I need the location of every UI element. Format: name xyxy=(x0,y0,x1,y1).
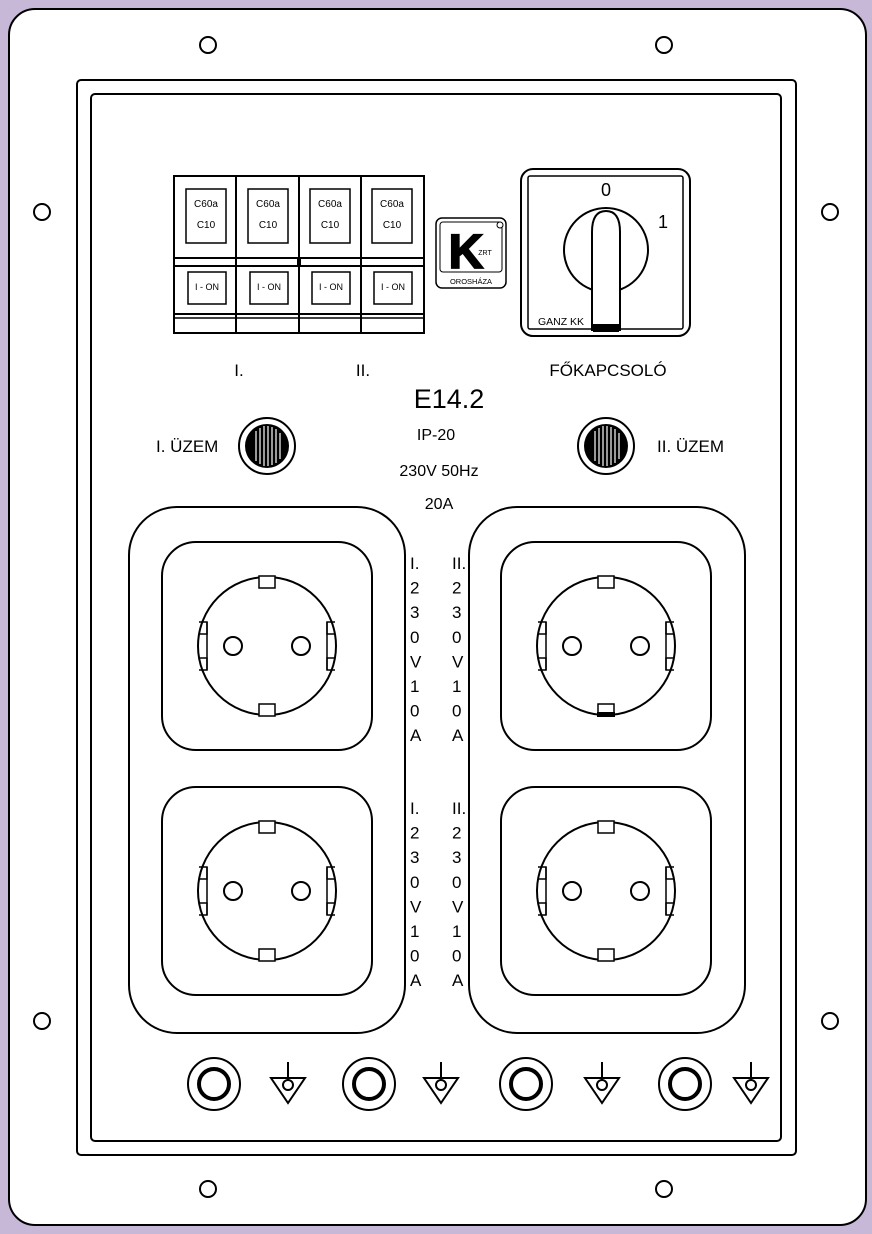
schuko-socket[interactable] xyxy=(161,541,373,751)
model-title: E14.2 xyxy=(414,384,485,414)
terminal-row xyxy=(187,1057,770,1111)
breaker-2[interactable]: C60a C10 I - ON xyxy=(247,188,289,305)
socket-label-char: 3 xyxy=(410,848,419,867)
logo-letter: K xyxy=(449,226,484,279)
group-label-2: II. xyxy=(356,361,370,380)
socket-label-char: 0 xyxy=(410,628,419,647)
socket-label-char: 2 xyxy=(452,824,461,843)
earth-symbol-icon xyxy=(732,1062,770,1105)
mounting-hole xyxy=(821,203,839,221)
breaker-rating: C10 xyxy=(259,220,278,231)
socket-label-char: V xyxy=(452,897,464,916)
breaker-4[interactable]: C60a C10 I - ON xyxy=(371,188,413,305)
socket-label-char: 3 xyxy=(452,603,461,622)
indicator-label-right: II. ÜZEM xyxy=(657,437,724,456)
spec-current: 20A xyxy=(425,496,454,513)
indicator-lamp-right xyxy=(577,417,635,475)
spec-voltage: 230V 50Hz xyxy=(399,463,478,480)
breaker-state: I - ON xyxy=(195,282,219,292)
terminal-jack[interactable] xyxy=(499,1057,553,1111)
indicator-label-left: I. ÜZEM xyxy=(156,437,218,456)
terminal-jack[interactable] xyxy=(187,1057,241,1111)
socket-label-char: 1 xyxy=(410,922,419,941)
breaker-rating: C10 xyxy=(321,220,340,231)
mounting-hole xyxy=(199,36,217,54)
socket-label-char: I. xyxy=(410,799,419,818)
spec-ip: IP-20 xyxy=(417,427,455,444)
socket-label-char: 2 xyxy=(410,824,419,843)
breaker-model: C60a xyxy=(194,199,218,210)
socket-label-char: A xyxy=(410,726,422,745)
socket-label-char: I. xyxy=(410,554,419,573)
logo-city: OROSHÁZA xyxy=(450,277,492,286)
socket-label-char: 0 xyxy=(452,702,461,721)
socket-label-char: 1 xyxy=(452,677,461,696)
mounting-hole xyxy=(33,203,51,221)
socket-label-char: II. xyxy=(452,554,466,573)
socket-label-char: 0 xyxy=(452,947,461,966)
socket-label-char: 2 xyxy=(452,579,461,598)
socket-label-char: 3 xyxy=(452,848,461,867)
group-label-1: I. xyxy=(234,361,243,380)
terminal-jack[interactable] xyxy=(342,1057,396,1111)
main-switch-label: FŐKAPCSOLÓ xyxy=(549,361,666,380)
socket-label-char: 3 xyxy=(410,603,419,622)
switch-position-off: 0 xyxy=(601,180,611,200)
socket-label-char: 0 xyxy=(410,873,419,892)
schuko-socket[interactable] xyxy=(500,541,712,751)
schuko-socket[interactable] xyxy=(161,786,373,996)
socket-label-char: II. xyxy=(452,799,466,818)
socket-label-char: 0 xyxy=(452,873,461,892)
switch-position-on: 1 xyxy=(658,212,668,232)
mounting-hole xyxy=(655,36,673,54)
breaker-model: C60a xyxy=(318,199,342,210)
socket-label-char: V xyxy=(452,652,464,671)
main-switch[interactable]: 0 1 GANZ KK xyxy=(520,168,691,337)
breaker-state: I - ON xyxy=(319,282,343,292)
breaker-1[interactable]: C60a C10 I - ON xyxy=(185,188,227,305)
breaker-state: I - ON xyxy=(381,282,405,292)
company-logo: K ZRT OROSHÁZA xyxy=(435,217,507,289)
socket-label-char: 1 xyxy=(410,677,419,696)
mounting-hole xyxy=(33,1012,51,1030)
earth-symbol-icon xyxy=(422,1062,460,1105)
socket-label-char: 0 xyxy=(452,628,461,647)
socket-label-char: 0 xyxy=(410,947,419,966)
earth-symbol-icon xyxy=(583,1062,621,1105)
socket-label-char: 2 xyxy=(410,579,419,598)
breaker-3[interactable]: C60a C10 I - ON xyxy=(309,188,351,305)
socket-label-char: 0 xyxy=(410,702,419,721)
mounting-hole xyxy=(821,1012,839,1030)
socket-label-char: A xyxy=(410,971,422,990)
socket-label-char: V xyxy=(410,652,422,671)
socket-label-char: A xyxy=(452,971,464,990)
socket-label-char: 1 xyxy=(452,922,461,941)
breaker-rating: C10 xyxy=(197,220,216,231)
breaker-block: C60a C10 I - ON C60a C10 I - ON C60a C10… xyxy=(173,175,425,334)
switch-handle xyxy=(591,209,621,331)
earth-symbol-icon xyxy=(269,1062,307,1105)
socket-label-char: V xyxy=(410,897,422,916)
socket-label-char: A xyxy=(452,726,464,745)
schuko-socket[interactable] xyxy=(500,786,712,996)
terminal-jack[interactable] xyxy=(658,1057,712,1111)
breaker-model: C60a xyxy=(256,199,280,210)
breaker-rating: C10 xyxy=(383,220,402,231)
mounting-hole xyxy=(655,1180,673,1198)
breaker-state: I - ON xyxy=(257,282,281,292)
breaker-model: C60a xyxy=(380,199,404,210)
switch-brand: GANZ KK xyxy=(538,316,584,328)
mounting-holes xyxy=(33,36,839,1198)
logo-badge: ZRT xyxy=(478,250,492,257)
indicator-lamp-left xyxy=(238,417,296,475)
mounting-hole xyxy=(199,1180,217,1198)
